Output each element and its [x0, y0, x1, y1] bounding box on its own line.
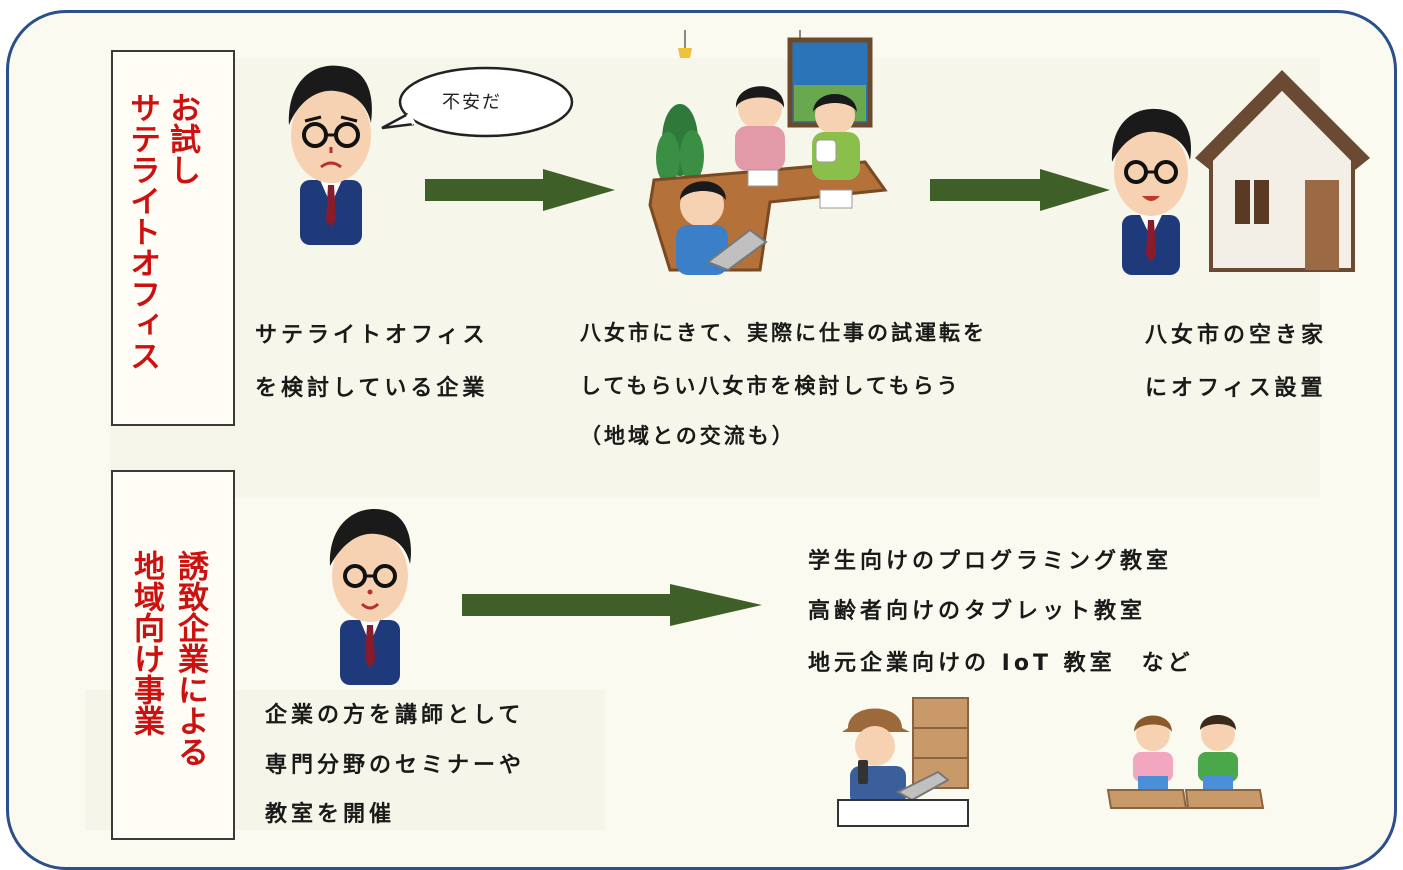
section-label-satellite-line2: サテライトオフィス — [124, 92, 160, 371]
bottom-right-line1: 学生向けのプログラミング教室 — [808, 549, 1173, 574]
bottom-left-line2: 専門分野のセミナーや — [265, 753, 526, 778]
top-col1-line2: を検討している企業 — [255, 376, 489, 401]
top-col3-line1: 八女市の空き家 — [1145, 323, 1328, 348]
arrow-right-icon — [462, 584, 762, 626]
section-label-local-line2: 地域向け事業 — [128, 550, 164, 736]
arrow-right-icon — [425, 169, 615, 211]
top-col3-line2: にオフィス設置 — [1145, 376, 1327, 401]
bottom-right-line2: 高齢者向けのタブレット教室 — [808, 599, 1147, 624]
worried-businessman-illustration — [288, 65, 372, 245]
top-col2-line1: 八女市にきて、実際に仕事の試運転を — [580, 321, 987, 345]
bottom-left-line3: 教室を開催 — [265, 802, 396, 827]
smiling-businessman-illustration — [329, 508, 411, 685]
bottom-left-line1: 企業の方を講師として — [265, 703, 525, 728]
speech-bubble-text: 不安だ — [442, 92, 502, 113]
top-col2-line3: （地域との交流も） — [580, 424, 796, 448]
section-label-satellite: お試し サテライトオフィス — [111, 50, 235, 426]
coworking-office-illustration — [648, 30, 888, 275]
arrow-right-icon — [930, 169, 1110, 211]
top-col2-line2: してもらい八女市を検討してもらう — [580, 374, 961, 398]
section-label-local: 誘致企業による 地域向け事業 — [111, 470, 235, 840]
happy-businessman-illustration — [1111, 108, 1191, 275]
speech-bubble — [381, 66, 574, 138]
bottom-right-line3: 地元企業向けの IoT 教室 など — [808, 651, 1194, 676]
section-label-local-line1: 誘致企業による — [172, 550, 208, 767]
top-col1-line1: サテライトオフィス — [255, 323, 489, 348]
house-icon — [1195, 70, 1370, 272]
worker-with-phone-illustration — [837, 697, 969, 827]
students-with-tablets-illustration — [1106, 715, 1265, 809]
section-label-satellite-line1: お試し — [164, 92, 200, 185]
